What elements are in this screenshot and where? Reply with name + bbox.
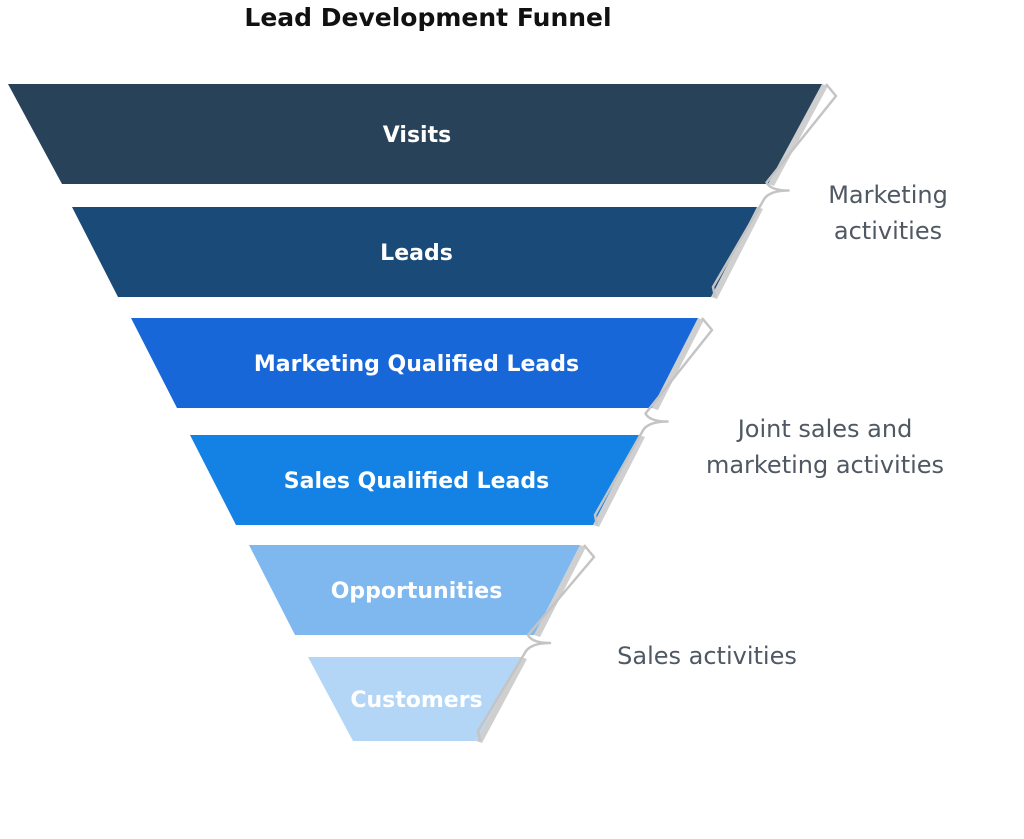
funnel-stage-label: Leads xyxy=(380,241,453,266)
funnel-stage-label: Marketing Qualified Leads xyxy=(254,352,579,377)
group-bracket xyxy=(593,317,714,526)
group-label-line: Joint sales and xyxy=(736,415,913,443)
funnel-stage xyxy=(8,84,822,184)
funnel-stage xyxy=(308,657,521,741)
funnel-stage-shadow xyxy=(476,657,527,743)
funnel-stage xyxy=(131,318,698,408)
funnel-stage-shadow xyxy=(711,207,763,299)
funnel-stage-label: Customers xyxy=(350,688,482,713)
group-bracket xyxy=(476,544,596,742)
group-brackets xyxy=(476,83,838,742)
group-bracket xyxy=(711,83,838,298)
funnel-stage-label: Visits xyxy=(383,123,451,148)
group-label-line: Sales activities xyxy=(617,642,797,670)
funnel-stage-shadow xyxy=(593,435,645,527)
funnel-stage-shadow xyxy=(652,318,704,410)
group-label-line: Marketing xyxy=(828,181,948,209)
funnel-stage-label: Opportunities xyxy=(331,579,503,604)
funnel-stage xyxy=(190,435,639,525)
funnel-stage xyxy=(249,545,580,635)
page-title: Lead Development Funnel xyxy=(244,3,611,32)
funnel-stage xyxy=(72,207,757,297)
group-label-line: marketing activities xyxy=(706,451,944,479)
group-label-line: activities xyxy=(834,217,942,245)
funnel-stage-label: Sales Qualified Leads xyxy=(284,469,549,494)
